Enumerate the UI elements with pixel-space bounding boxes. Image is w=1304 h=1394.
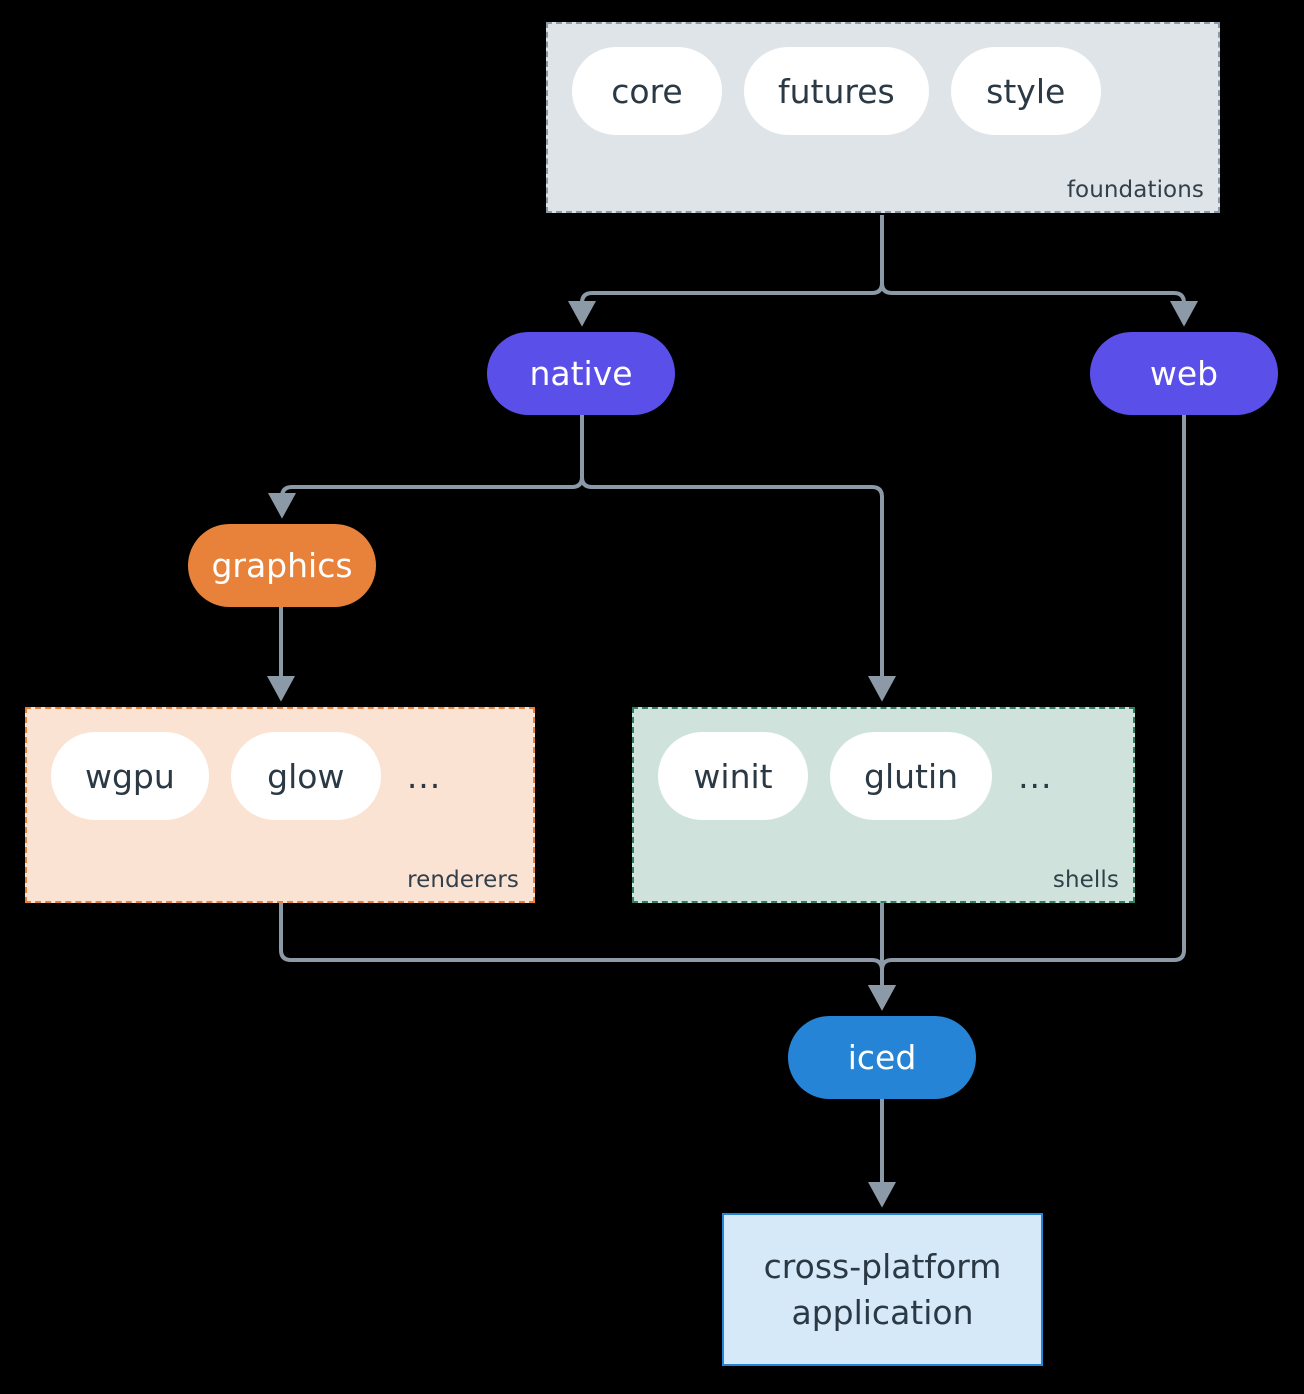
edge-renderers-iced [279, 903, 896, 1011]
edge-foundations-native [568, 215, 884, 327]
app-label-line-1: cross-platform [763, 1246, 1002, 1286]
member-winit[interactable]: winit [658, 732, 808, 820]
group-shells: winit glutin ... shells [632, 707, 1135, 903]
member-style[interactable]: style [950, 47, 1101, 135]
group-label-renderers: renderers [407, 867, 519, 893]
node-iced[interactable]: iced [788, 1016, 976, 1099]
group-foundations: core futures style foundations [546, 22, 1220, 213]
shells-ellipsis: ... [1018, 756, 1053, 796]
shells-member-list: winit glutin ... [658, 732, 1053, 820]
edge-foundations-web [880, 215, 1198, 327]
member-wgpu[interactable]: wgpu [51, 732, 209, 820]
group-renderers: wgpu glow ... renderers [25, 707, 535, 903]
node-native[interactable]: native [487, 332, 675, 415]
node-cross-platform-application[interactable]: cross-platform application [722, 1213, 1043, 1366]
renderers-member-list: wgpu glow ... [51, 732, 441, 820]
member-glutin[interactable]: glutin [830, 732, 993, 820]
foundations-member-list: core futures style [572, 47, 1101, 135]
member-glow[interactable]: glow [230, 732, 381, 820]
member-futures[interactable]: futures [744, 47, 929, 135]
app-label-line-2: application [791, 1292, 974, 1332]
node-web[interactable]: web [1090, 332, 1278, 415]
group-label-foundations: foundations [1066, 177, 1204, 203]
group-label-shells: shells [1052, 867, 1119, 893]
node-graphics[interactable]: graphics [188, 524, 376, 607]
renderers-ellipsis: ... [406, 756, 442, 796]
edge-native-graphics [268, 415, 584, 519]
member-core[interactable]: core [572, 47, 722, 135]
edge-native-shells [580, 415, 896, 702]
